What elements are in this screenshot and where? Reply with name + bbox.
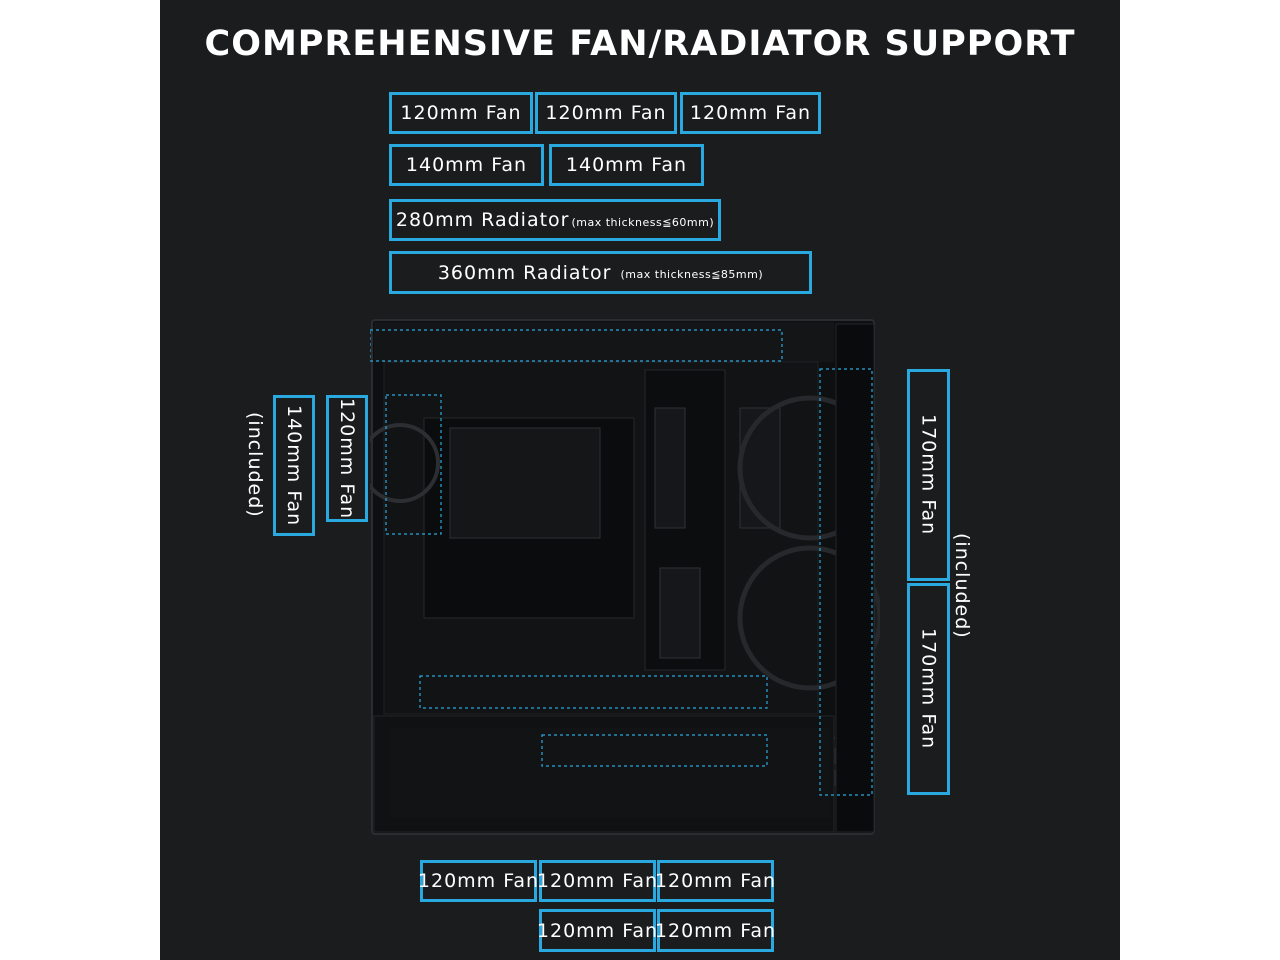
mount-zones bbox=[370, 329, 873, 796]
radiator-280-note: (max thickness≦60mm) bbox=[571, 215, 715, 229]
grommet-left bbox=[654, 407, 686, 529]
bottom-mount-zone bbox=[419, 675, 768, 709]
rear-fan-140-label: 140mm Fan bbox=[273, 395, 315, 536]
pcie-bracket bbox=[659, 567, 701, 659]
bottom-fan-120-label-3: 120mm Fan bbox=[655, 860, 775, 902]
bottom-fan-120-label-2: 120mm Fan bbox=[537, 860, 657, 902]
top-fan-120-label-3: 120mm Fan bbox=[680, 92, 821, 134]
psu-mount-zone bbox=[541, 734, 768, 767]
front-fan-170-label-upper: 170mm Fan bbox=[907, 369, 950, 581]
radiator-280-size: 280mm Radiator bbox=[395, 209, 570, 231]
radiator-360-note: (max thickness≦85mm) bbox=[620, 268, 764, 281]
psu-mesh bbox=[390, 728, 830, 818]
top-radiator-280-label: 280mm Radiator(max thickness≦60mm) bbox=[389, 199, 721, 241]
front-included-note: (included) bbox=[951, 533, 973, 639]
cpu-cutout bbox=[449, 427, 601, 539]
case-top-rail bbox=[374, 322, 834, 362]
front-fan-upper-ring bbox=[737, 395, 880, 541]
front-fan-170-label-lower: 170mm Fan bbox=[907, 583, 950, 795]
top-fan-120-label-2: 120mm Fan bbox=[535, 92, 677, 134]
grommet-right bbox=[739, 407, 781, 529]
rear-included-note: (included) bbox=[244, 412, 266, 518]
front-fan-lower-ring bbox=[737, 545, 880, 691]
top-mount-zone bbox=[370, 329, 783, 362]
front-mount-zone bbox=[819, 368, 873, 796]
radiator-360-size: 360mm Radiator bbox=[437, 261, 612, 284]
front-panel bbox=[835, 323, 875, 833]
bottom-fan-120-label-1: 120mm Fan bbox=[418, 860, 538, 902]
top-fan-120-label-1: 120mm Fan bbox=[389, 92, 533, 134]
rear-fan-120-label: 120mm Fan bbox=[326, 395, 368, 522]
page-title: COMPREHENSIVE FAN/RADIATOR SUPPORT bbox=[204, 24, 1076, 64]
rear-mount-zone bbox=[385, 394, 442, 535]
product-feature-panel: COMPREHENSIVE FAN/RADIATOR SUPPORT 120mm… bbox=[160, 0, 1120, 960]
top-fan-140-label-2: 140mm Fan bbox=[549, 144, 704, 186]
bottom-fan-120-label-4: 120mm Fan bbox=[537, 909, 657, 952]
top-radiator-360-label: 360mm Radiator (max thickness≦85mm) bbox=[389, 251, 812, 294]
bottom-fan-120-label-5: 120mm Fan bbox=[655, 909, 775, 952]
pc-case-illustration bbox=[370, 319, 880, 835]
rear-fan-ring bbox=[370, 423, 440, 503]
top-fan-140-label-1: 140mm Fan bbox=[389, 144, 544, 186]
